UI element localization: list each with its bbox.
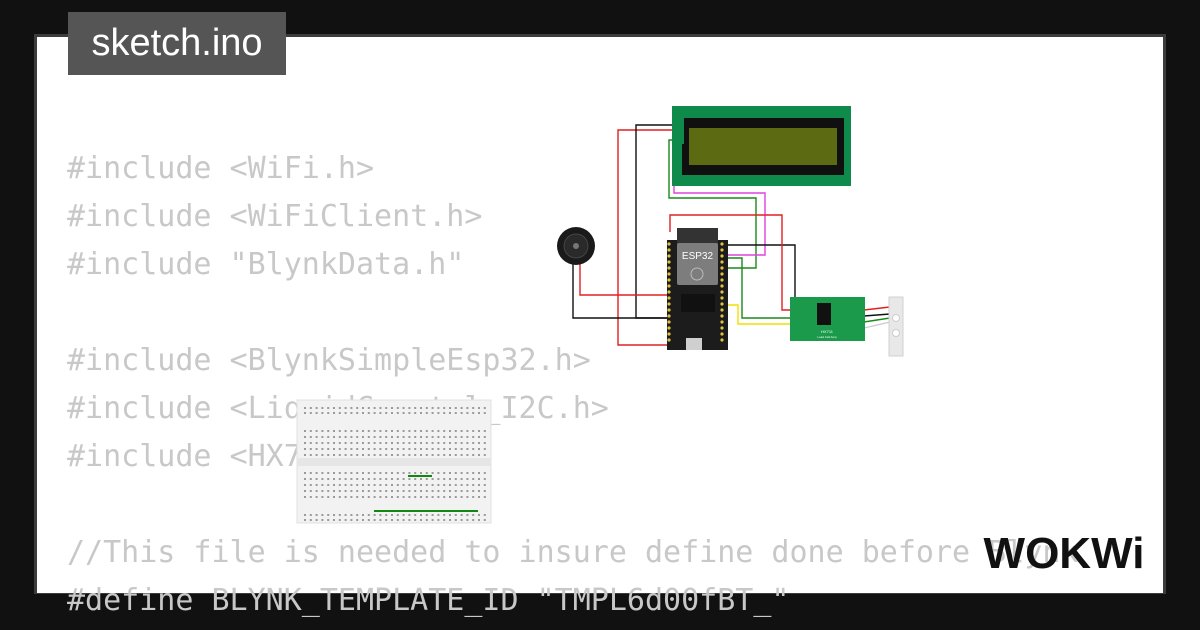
file-tab[interactable]: sketch.ino (68, 12, 286, 75)
wires (572, 124, 891, 346)
code-line: #define BLYNK_TEMPLATE_ID "TMPL6d00fBT_" (67, 583, 790, 618)
breadboard[interactable] (296, 399, 492, 524)
hx711-sublabel: Load Cell Amp (817, 335, 837, 339)
hx711-module[interactable]: HX711 Load Cell Amp (790, 297, 865, 341)
wokwi-logo-text: WOKWi (984, 529, 1145, 578)
hx711-label: HX711 (821, 329, 834, 334)
code-line: #include "BlynkData.h" (67, 247, 465, 282)
file-tab-label: sketch.ino (91, 22, 263, 64)
code-line: #include <BlynkSimpleEsp32.h> (67, 343, 591, 378)
preview-panel: #include <WiFi.h> #include <WiFiClient.h>… (37, 37, 1163, 618)
esp32-label: ESP32 (682, 251, 714, 262)
code-line: #include <WiFi.h> (67, 151, 375, 186)
wokwi-logo: WOKWi (984, 529, 1145, 578)
breadboard-holes (304, 407, 486, 521)
load-cell[interactable] (888, 296, 904, 357)
esp32-board[interactable]: ESP32 (667, 228, 728, 350)
buzzer[interactable] (557, 227, 595, 265)
code-preview: #include <WiFi.h> #include <WiFiClient.h>… (67, 145, 1078, 625)
code-line: #include <WiFiClient.h> (67, 199, 483, 234)
code-line: //This file is needed to insure define d… (67, 535, 1079, 570)
lcd-display[interactable] (672, 106, 851, 186)
